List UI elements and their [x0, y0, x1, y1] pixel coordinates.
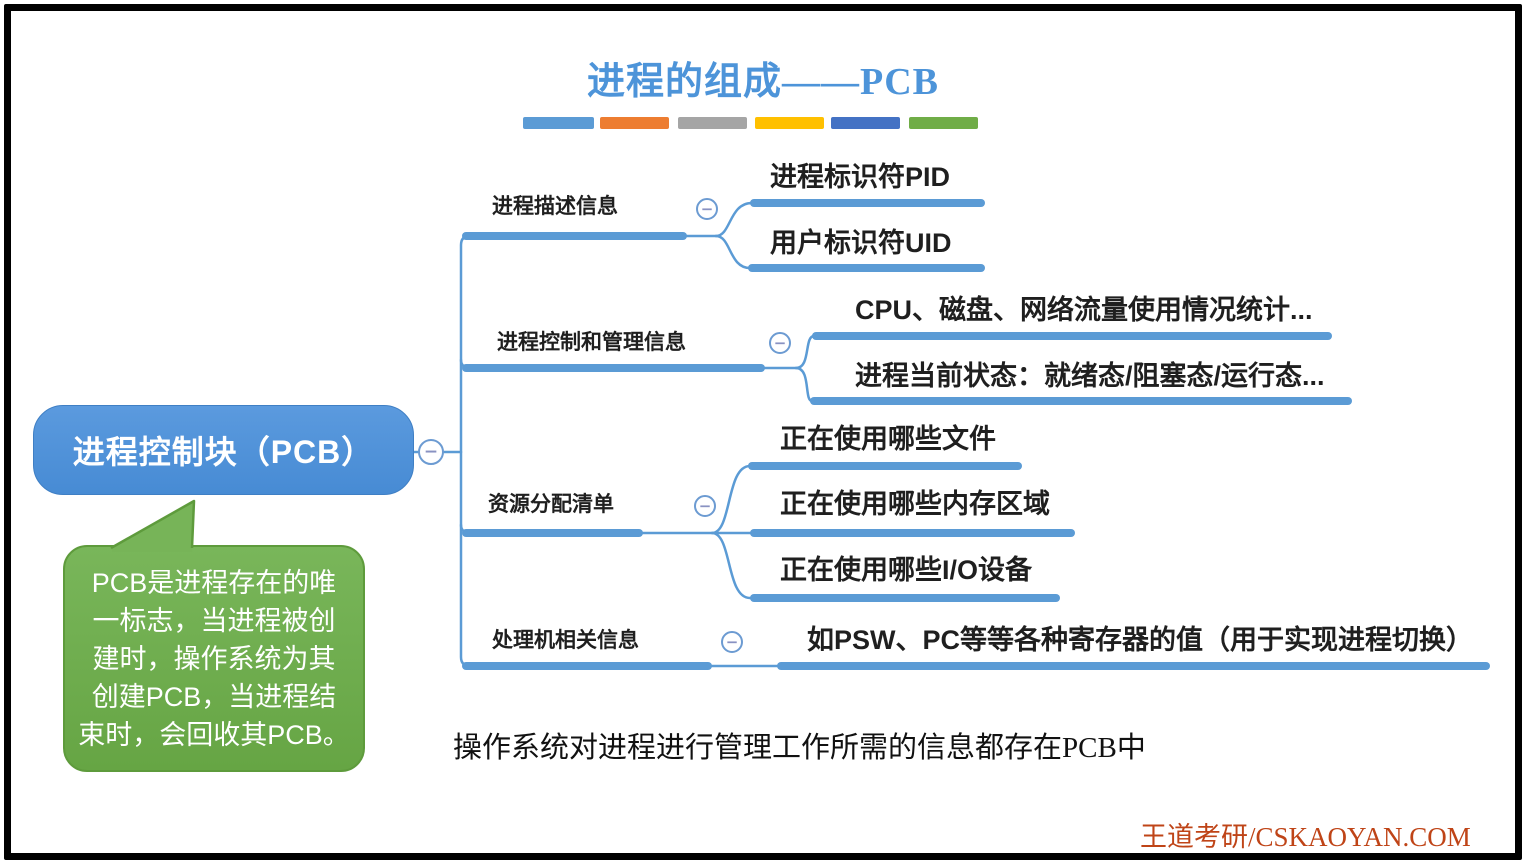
child-underline: [750, 594, 1060, 602]
divider-bar-green: [909, 117, 978, 129]
child-underline: [748, 462, 1022, 470]
branch-underline: [462, 529, 643, 537]
child-underline: [812, 332, 1332, 340]
branch-underline: [462, 364, 765, 372]
collapse-minus-icon[interactable]: −: [418, 439, 444, 465]
divider-bar-gold: [755, 117, 824, 129]
child-underline: [750, 199, 985, 207]
callout-text-line: 创建PCB，当进程结: [91, 681, 337, 712]
collapse-minus-icon[interactable]: −: [769, 332, 791, 354]
collapse-minus-icon[interactable]: −: [721, 631, 743, 653]
branch-underline: [462, 232, 687, 240]
collapse-minus-icon[interactable]: −: [696, 198, 718, 220]
child-label-uid: 用户标识符UID: [770, 228, 952, 258]
divider-bar-blue: [523, 117, 594, 129]
child-label-registers: 如PSW、PC等等各种寄存器的值（用于实现进程切换）: [807, 625, 1474, 655]
child-label-current-state: 进程当前状态：就绪态/阻塞态/运行态...: [855, 361, 1325, 391]
child-underline: [750, 529, 1075, 537]
branch-label-resource-list: 资源分配清单: [488, 493, 614, 516]
child-label-pid: 进程标识符PID: [770, 162, 951, 192]
divider-bar-orange: [600, 117, 669, 129]
branch-underline: [462, 662, 712, 670]
callout-text-line: 束时，会回收其PCB。: [78, 719, 350, 750]
child-underline: [748, 264, 985, 272]
branch-label-processor-info: 处理机相关信息: [492, 629, 639, 652]
callout-bubble: PCB是进程存在的唯 一标志，当进程被创 建时，操作系统为其 创建PCB，当进程…: [63, 545, 365, 772]
child-underline: [810, 397, 1352, 405]
branch-label-control-mgmt-info: 进程控制和管理信息: [497, 331, 686, 354]
divider-bar-gray: [678, 117, 747, 129]
divider-bar-darkblue: [831, 117, 900, 129]
root-node-label: 进程控制块（PCB）: [72, 434, 375, 470]
callout-text-line: PCB是进程存在的唯: [91, 567, 337, 598]
branch-label-description-info: 进程描述信息: [492, 195, 618, 218]
child-label-memory: 正在使用哪些内存区域: [780, 489, 1050, 519]
footnote-text: 操作系统对进程进行管理工作所需的信息都存在PCB中: [453, 732, 1146, 764]
root-node-pcb: 进程控制块（PCB）: [33, 405, 414, 495]
collapse-minus-icon[interactable]: −: [694, 495, 716, 517]
callout-text-line: 一标志，当进程被创: [92, 605, 336, 636]
child-label-usage-stats: CPU、磁盘、网络流量使用情况统计...: [855, 295, 1313, 325]
page-title: 进程的组成——PCB: [586, 61, 939, 103]
child-label-io-devices: 正在使用哪些I/O设备: [780, 555, 1033, 585]
child-underline: [777, 662, 1490, 670]
callout-text-line: 建时，操作系统为其: [92, 643, 336, 674]
watermark-text: 王道考研/CSKAOYAN.COM: [1140, 822, 1471, 852]
child-label-files: 正在使用哪些文件: [780, 424, 996, 454]
